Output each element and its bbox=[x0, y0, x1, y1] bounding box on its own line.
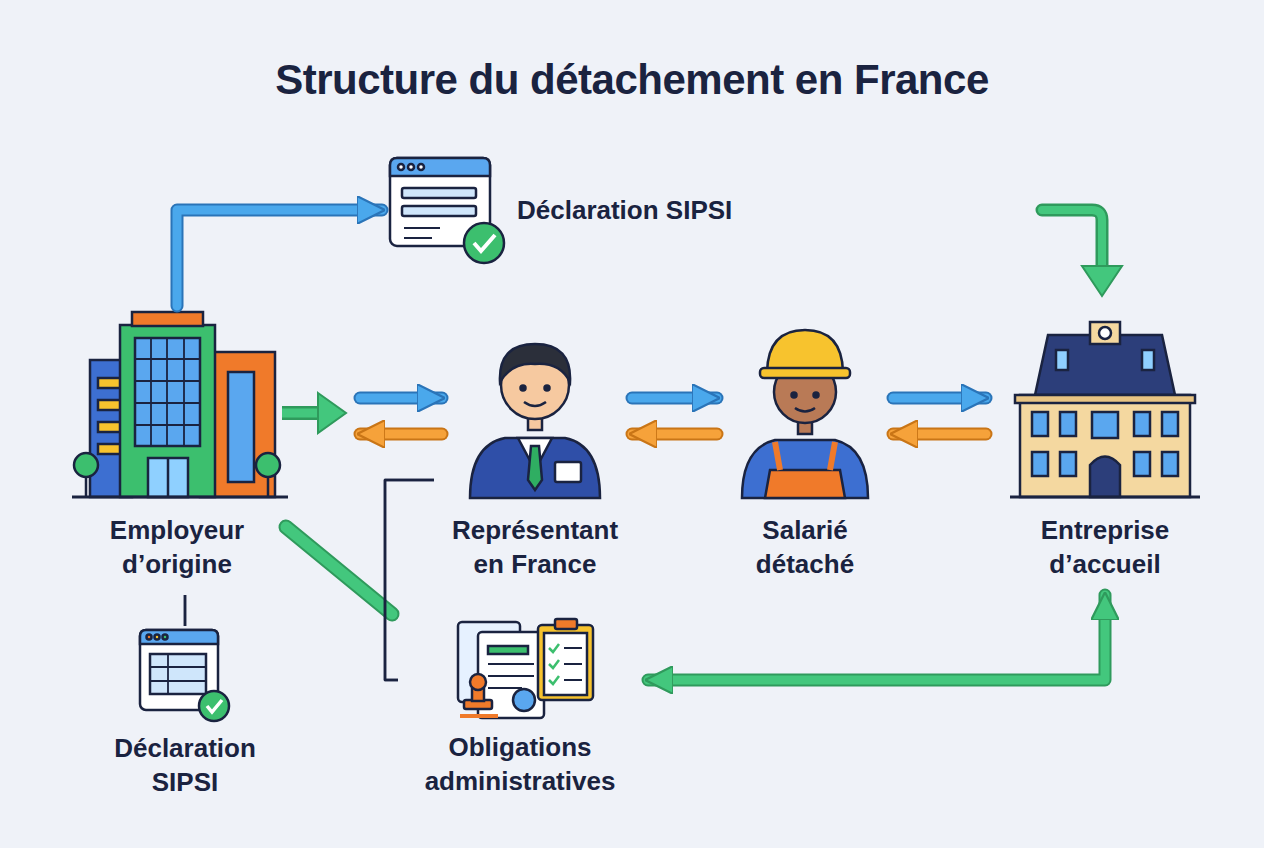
connector-arrow bbox=[385, 480, 434, 680]
connector-outline bbox=[632, 428, 717, 441]
arrow-head bbox=[1082, 266, 1122, 296]
obligations-node: Obligations administratives bbox=[400, 612, 640, 802]
worker-icon bbox=[742, 330, 868, 498]
node-label: Entreprise d’accueil bbox=[1020, 513, 1190, 581]
node-label: Salarié détaché bbox=[740, 513, 870, 581]
connector-outline bbox=[385, 480, 434, 680]
connector-outline bbox=[893, 428, 986, 441]
green-arrow bbox=[282, 409, 322, 418]
connector-line bbox=[286, 527, 392, 614]
node-label: Déclaration SIPSI bbox=[100, 731, 270, 799]
green-arrow bbox=[282, 406, 322, 420]
connector-arrow bbox=[893, 398, 986, 434]
connector-outline bbox=[632, 392, 717, 405]
representative-icon bbox=[470, 344, 600, 498]
connector-arrow bbox=[648, 595, 1105, 680]
connector-line bbox=[184, 595, 187, 626]
node-label: Employeur d’origine bbox=[77, 513, 277, 581]
connector-arrow bbox=[177, 210, 382, 306]
connector-outline bbox=[648, 595, 1105, 680]
arrow-head bbox=[318, 393, 346, 433]
connector-line bbox=[648, 595, 1105, 680]
connector-line bbox=[632, 394, 717, 403]
connector-outline bbox=[360, 392, 442, 405]
green-arrow bbox=[1042, 210, 1102, 270]
employer-node: Employeur d’origine bbox=[72, 310, 282, 585]
form-window-icon bbox=[390, 158, 504, 263]
node-label: Obligations administratives bbox=[405, 730, 635, 798]
connector-line bbox=[893, 394, 986, 403]
form-window-icon bbox=[140, 630, 229, 721]
connector-line bbox=[177, 210, 382, 306]
connector-line bbox=[893, 430, 986, 439]
form-node: Déclaration SIPSI bbox=[95, 628, 275, 803]
connector-arrow bbox=[632, 398, 717, 434]
connector-outline bbox=[286, 527, 392, 614]
connector-outline bbox=[360, 428, 442, 441]
connector-arrow bbox=[360, 398, 442, 434]
connector-line bbox=[360, 430, 442, 439]
green-arrow bbox=[1042, 210, 1102, 270]
host-building-icon bbox=[1010, 322, 1200, 497]
connector-line bbox=[360, 394, 442, 403]
host-company-node: Entreprise d’accueil bbox=[1010, 320, 1200, 585]
node-label: Déclaration SIPSI bbox=[517, 193, 732, 227]
representative-node: Représentant en France bbox=[430, 330, 640, 585]
documents-stamp-icon bbox=[458, 619, 593, 718]
node-label: Représentant en France bbox=[443, 513, 628, 581]
connector-outline bbox=[893, 392, 986, 405]
connector-outline bbox=[184, 595, 187, 626]
connector-outline bbox=[177, 210, 382, 306]
connector-arrow bbox=[286, 527, 392, 614]
connector-arrow bbox=[185, 595, 186, 626]
connector-line bbox=[632, 430, 717, 439]
diagram-title: Structure du détachement en France bbox=[0, 56, 1264, 104]
office-building-icon bbox=[72, 312, 288, 497]
connector-line bbox=[385, 480, 434, 680]
worker-node: Salarié détaché bbox=[735, 330, 875, 585]
form-node: Déclaration SIPSI bbox=[380, 150, 800, 270]
